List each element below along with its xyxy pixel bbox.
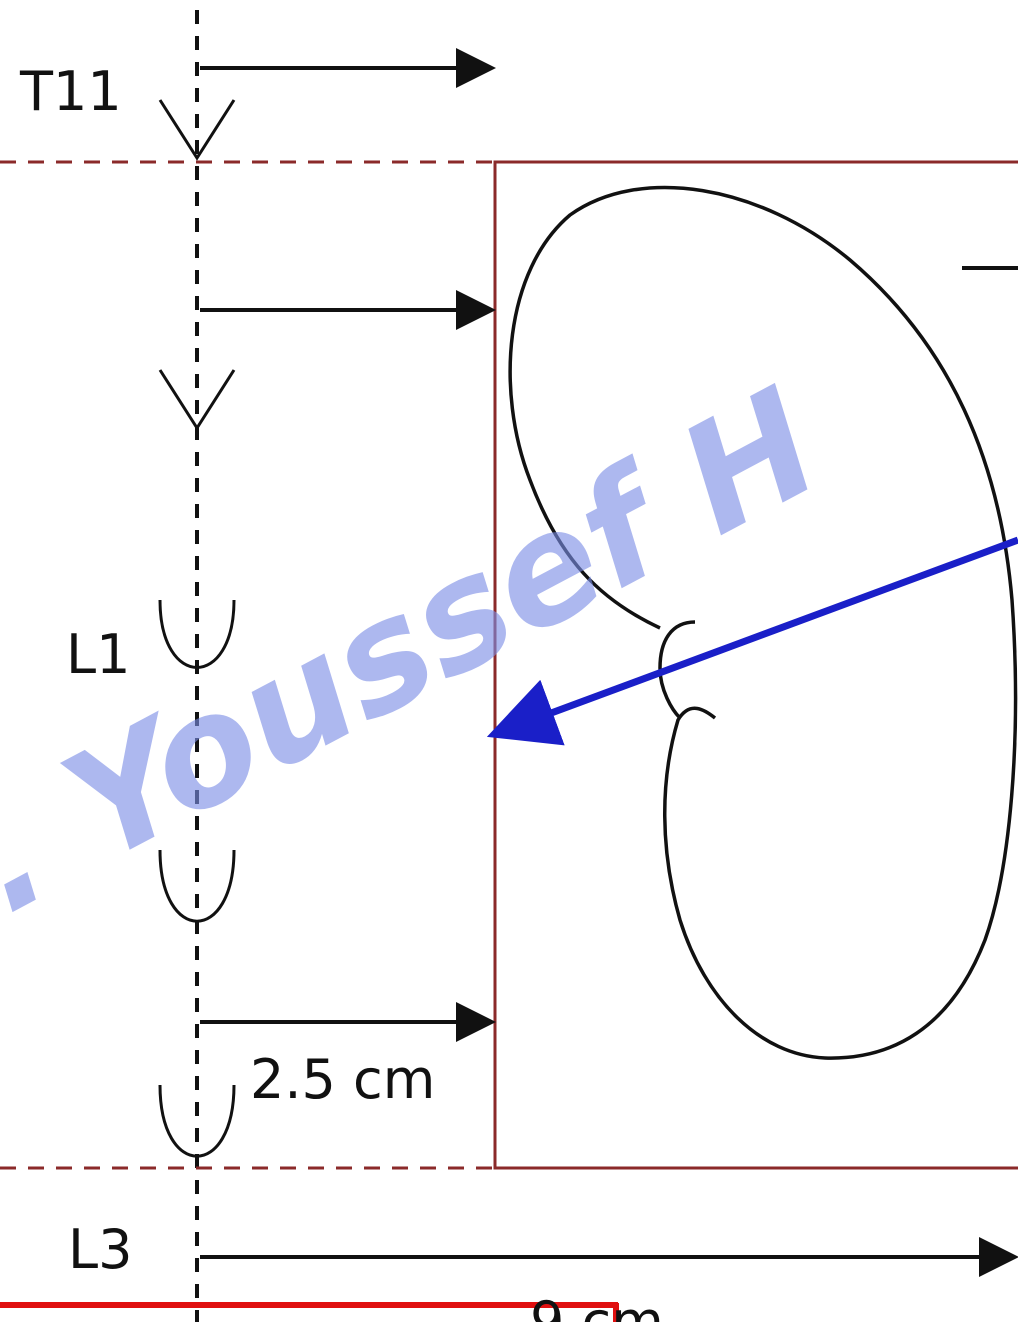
label-bottom-distance: 9 cm (530, 1290, 664, 1322)
vertebra-chevron-2 (158, 369, 236, 431)
label-l1: L1 (66, 623, 130, 686)
label-l3: L3 (68, 1218, 132, 1281)
label-t11: T11 (19, 60, 122, 123)
pointer-arrow (486, 536, 1018, 746)
vertebra-cup-l1 (158, 599, 236, 669)
vertebra-cup-l3 (158, 1084, 236, 1158)
vertebra-cup-l2 (158, 849, 236, 923)
label-lateral-distance: 2.5 cm (250, 1048, 435, 1111)
vertebra-chevron-1 (158, 99, 236, 161)
kidney-box (493, 160, 1018, 1170)
kidney-outline (508, 185, 1018, 1060)
kidney-hilum (658, 620, 696, 720)
